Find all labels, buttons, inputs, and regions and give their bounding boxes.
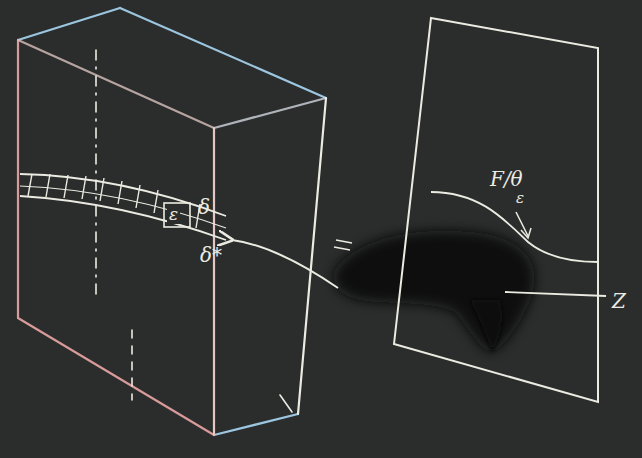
graph-panel — [394, 18, 606, 402]
eraser-smudge — [334, 231, 535, 352]
axis-label: Z — [610, 290, 628, 312]
hatched-strip — [20, 174, 226, 240]
strip-edge-label: δ* — [198, 244, 224, 266]
strip-cell-label: ε — [167, 205, 180, 224]
strip-edge-label: δ — [196, 196, 212, 218]
slab-figure — [18, 8, 326, 435]
curve-subscript: ε — [514, 190, 526, 207]
mapping-arrow — [232, 240, 338, 288]
curve-label: F/θ — [488, 168, 525, 190]
tick-marks — [334, 240, 352, 250]
